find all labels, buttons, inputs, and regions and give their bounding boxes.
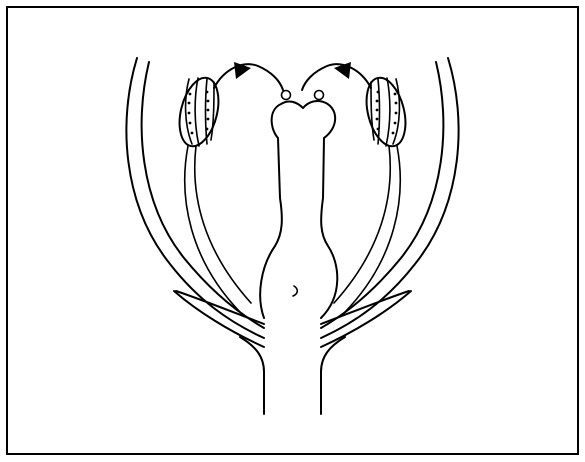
ovule-mark: [293, 286, 297, 296]
anther-left-line-4: [211, 82, 214, 140]
receptacle-right: [321, 337, 345, 414]
filament-right-outer: [345, 146, 400, 312]
diagram-border: [7, 7, 578, 454]
anther-right-line-2: [386, 78, 390, 146]
anther-right-line-4: [371, 82, 374, 140]
anther-left: [173, 74, 225, 151]
stigma-lobe-right: [315, 91, 324, 100]
anther-right-line-3: [378, 79, 380, 144]
anther-left-line-3: [206, 79, 208, 144]
outer-petal-left-inner: [142, 62, 264, 328]
filament-left-outer: [185, 146, 240, 312]
anther-left-line-2: [195, 78, 199, 146]
pistil-outline: [260, 101, 337, 318]
anther-right: [360, 74, 412, 151]
outer-petal-right-inner: [321, 62, 443, 328]
receptacle-left: [240, 337, 264, 414]
stigma-lobe-left: [282, 91, 291, 100]
